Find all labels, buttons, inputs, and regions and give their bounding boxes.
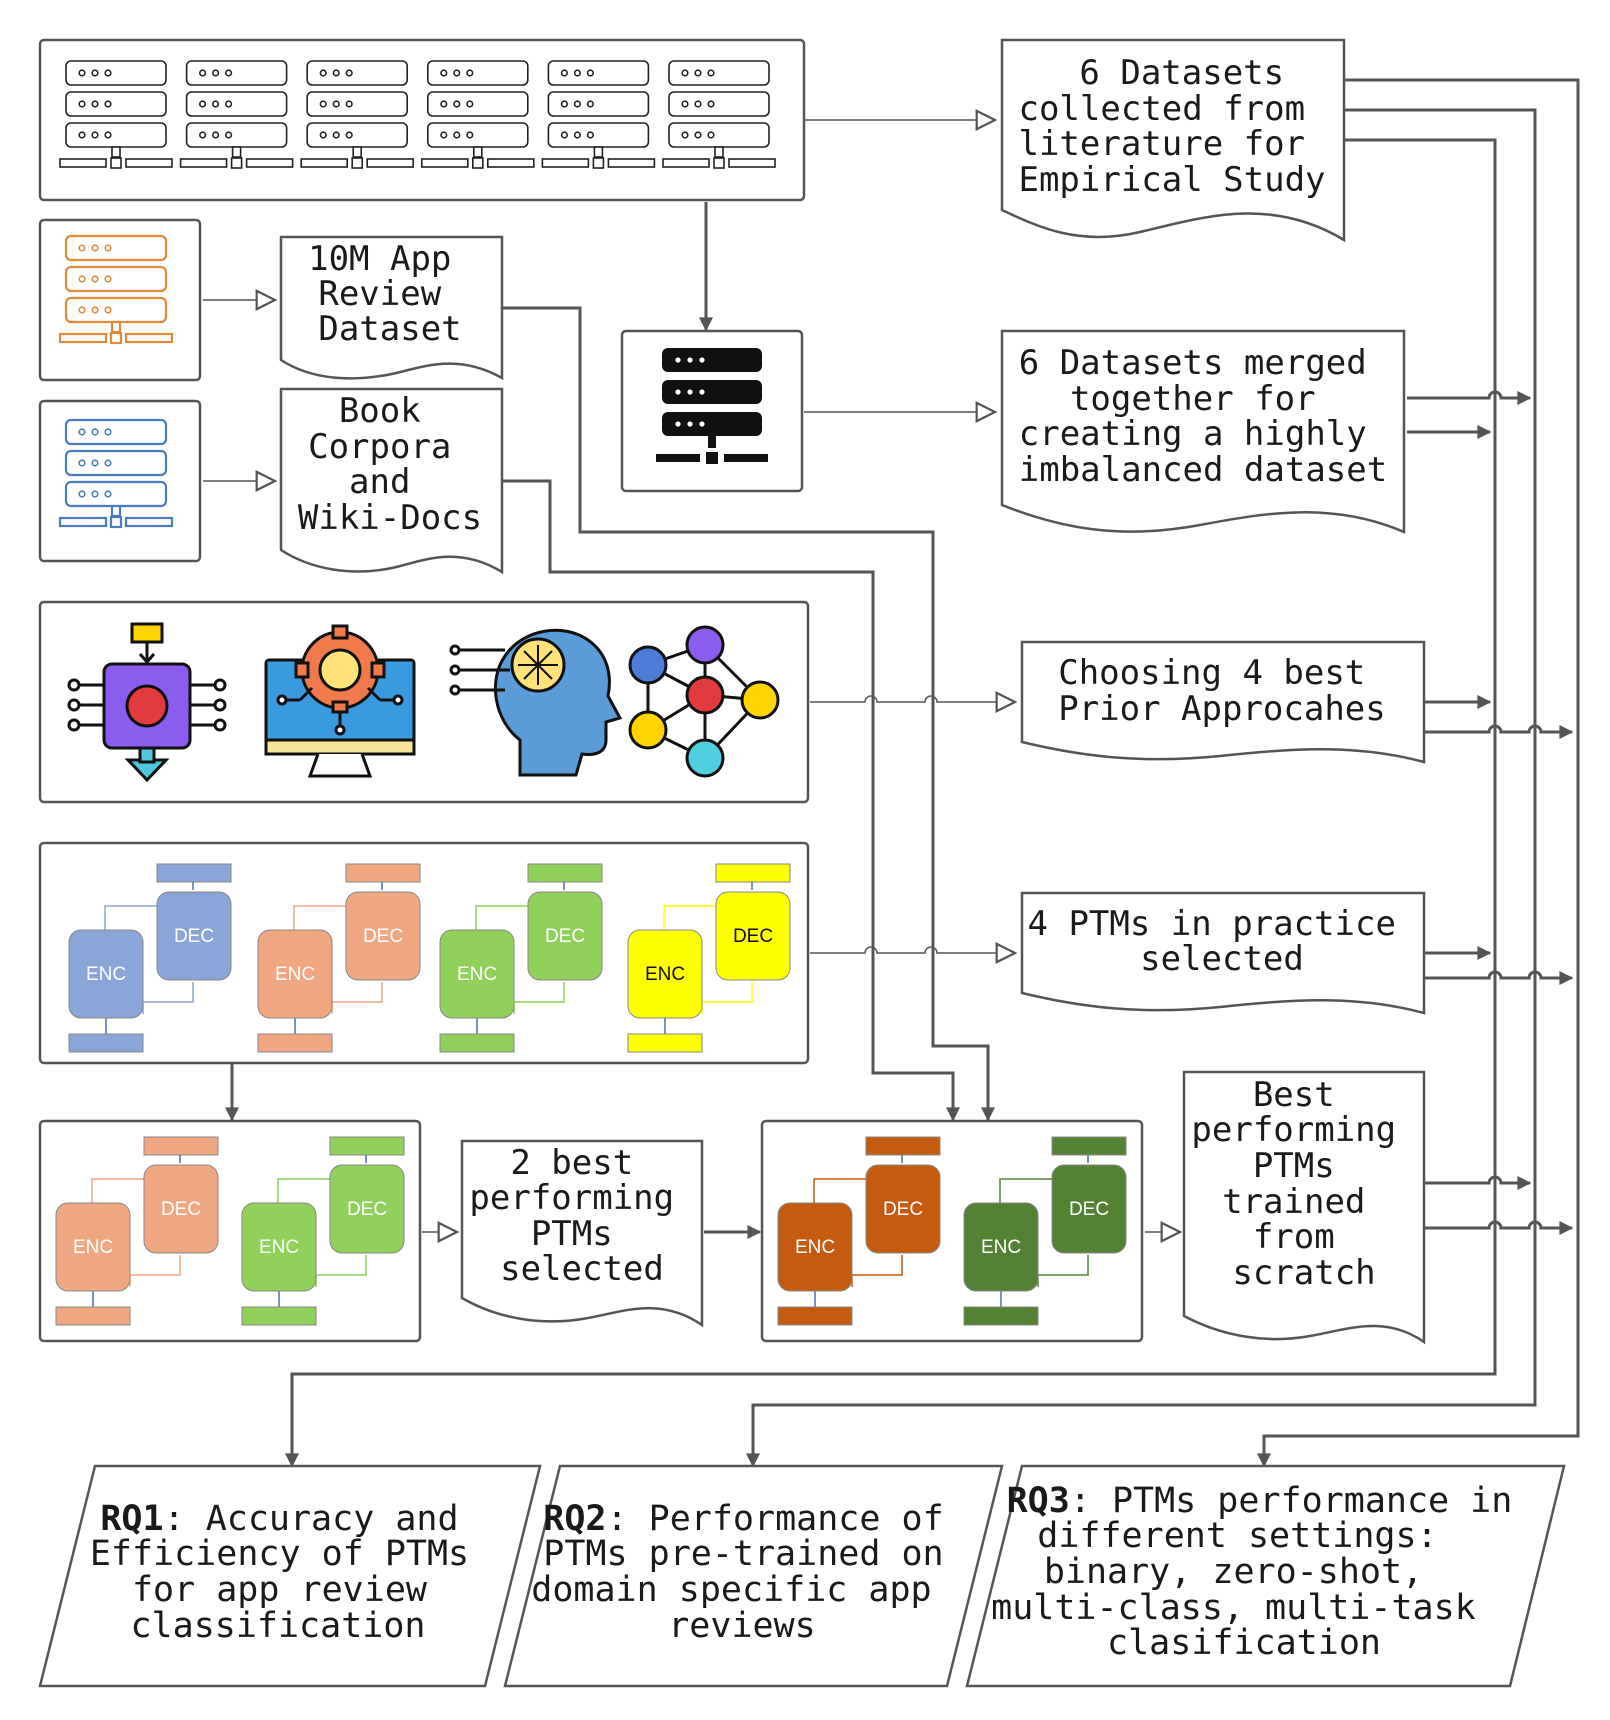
doc-prior-approaches-text: Choosing 4 best Prior Approcahes	[1058, 653, 1386, 729]
ptm-model: DEC ENC	[55, 1136, 219, 1326]
server-icon-row	[59, 60, 776, 169]
ptm-model: DEC ENC	[68, 863, 232, 1053]
doc-best-scratch-text: Best performing PTMs trained from scratc…	[1191, 1075, 1416, 1293]
doc-prior-approaches: Choosing 4 best Prior Approcahes	[1020, 640, 1426, 764]
doc-two-best-text: 2 best performing PTMs selected	[469, 1143, 694, 1289]
merged-dataset-box	[620, 329, 804, 493]
feed-scratch-rq3	[1425, 1220, 1574, 1235]
encoder-label: ENC	[645, 964, 685, 985]
monitor-gear-icon	[264, 624, 416, 778]
server-icon	[420, 60, 535, 169]
doc-six-datasets-text: 6 Datasets collected from literature for…	[1018, 53, 1325, 200]
doc-book-corpora-text: Book Corpora and Wiki-Docs	[298, 391, 482, 538]
decoder-label: DEC	[174, 926, 214, 947]
arrow-approaches-to-prior-doc	[810, 696, 1015, 702]
doc-two-best: 2 best performing PTMs selected	[460, 1139, 704, 1328]
ai-head-icon	[449, 628, 623, 777]
ptm-models-practice: DEC ENC DEC ENC DEC ENC DEC ENC	[68, 863, 791, 1053]
trained-ptms-box: DEC ENC DEC ENC	[760, 1119, 1144, 1343]
decoder-label: DEC	[347, 1199, 387, 1220]
route-to-rq1	[285, 138, 1497, 1468]
doc-six-datasets: 6 Datasets collected from literature for…	[1000, 38, 1346, 243]
ptm-model: DEC ENC	[777, 1136, 941, 1326]
server-icon	[662, 60, 776, 169]
rq2-box: RQ2: Performance of PTMs pre-trained on …	[503, 1464, 1004, 1688]
ptm-model: DEC ENC	[439, 863, 603, 1053]
decoder-label: DEC	[1069, 1199, 1109, 1220]
ai-chip-icon	[67, 622, 227, 783]
black-server-icon	[656, 348, 768, 464]
route-book-corpora-to-trained-ptms	[503, 479, 960, 1122]
ptms-in-practice-box: DEC ENC DEC ENC DEC ENC DEC ENC	[38, 841, 810, 1065]
decoder-label: DEC	[545, 926, 585, 947]
doc-ptms-practice: 4 PTMs in practice selected	[1020, 891, 1426, 1015]
server-icon	[58, 418, 174, 529]
doc-book-corpora: Book Corpora and Wiki-Docs	[279, 387, 504, 575]
connectors	[203, 78, 1580, 1468]
rq3-text: RQ3: PTMs performance in different setti…	[991, 1481, 1533, 1663]
ptm-models-two: DEC ENC DEC ENC	[55, 1136, 405, 1326]
encoder-label: ENC	[86, 964, 126, 985]
server-icon	[541, 60, 656, 169]
book-corpora-source-box	[38, 399, 202, 563]
rq1-box: RQ1: Accuracy and Efficiency of PTMs for…	[38, 1464, 542, 1688]
ptm-model: DEC ENC	[963, 1136, 1127, 1326]
decoder-label: DEC	[733, 926, 773, 947]
encoder-label: ENC	[795, 1237, 835, 1258]
two-ptms-box: DEC ENC DEC ENC	[38, 1119, 422, 1343]
doc-merged-text: 6 Datasets merged together for creating …	[1019, 343, 1387, 490]
prior-approaches-box	[38, 600, 810, 804]
blue-server-icon	[58, 418, 174, 529]
ptm-model: DEC ENC	[257, 863, 421, 1053]
route-to-rq2	[746, 108, 1537, 1468]
server-icon	[300, 60, 415, 169]
route-app-review-to-trained-ptms	[503, 306, 995, 1122]
doc-ptms-practice-text: 4 PTMs in practice selected	[1028, 904, 1417, 979]
encoder-label: ENC	[457, 964, 497, 985]
app-review-source-box	[38, 218, 202, 382]
ptm-models-trained: DEC ENC DEC ENC	[777, 1136, 1127, 1326]
orange-server-icon	[58, 234, 174, 345]
feed-merged-rq2	[1407, 390, 1532, 405]
ptm-model: DEC ENC	[627, 863, 791, 1053]
feed-scratch-rq2	[1425, 1175, 1532, 1190]
doc-app-review-text: 10M App Review Dataset	[308, 239, 472, 349]
server-icon	[179, 60, 294, 169]
decoder-label: DEC	[161, 1199, 201, 1220]
server-icon	[58, 234, 174, 345]
encoder-label: ENC	[981, 1237, 1021, 1258]
doc-merged: 6 Datasets merged together for creating …	[1000, 329, 1406, 534]
feed-ptms-rq3	[1425, 970, 1574, 985]
doc-best-scratch: Best performing PTMs trained from scratc…	[1182, 1070, 1426, 1345]
server-icon	[59, 60, 173, 169]
neural-network-icon	[628, 625, 780, 778]
encoder-label: ENC	[259, 1237, 299, 1258]
literature-datasets-box	[38, 38, 806, 202]
decoder-label: DEC	[363, 926, 403, 947]
rq1-text: RQ1: Accuracy and Efficiency of PTMs for…	[90, 1499, 490, 1646]
rq3-box: RQ3: PTMs performance in different setti…	[965, 1464, 1566, 1688]
decoder-label: DEC	[883, 1199, 923, 1220]
doc-app-review: 10M App Review Dataset	[279, 235, 504, 381]
arrow-ptms-to-ptms-doc	[810, 947, 1015, 953]
route-to-rq3	[1257, 78, 1580, 1468]
rq2-text: RQ2: Performance of PTMs pre-trained on …	[531, 1499, 964, 1646]
feed-prior-rq3	[1425, 724, 1574, 739]
encoder-label: ENC	[275, 964, 315, 985]
encoder-label: ENC	[73, 1237, 113, 1258]
ptm-model: DEC ENC	[241, 1136, 405, 1326]
